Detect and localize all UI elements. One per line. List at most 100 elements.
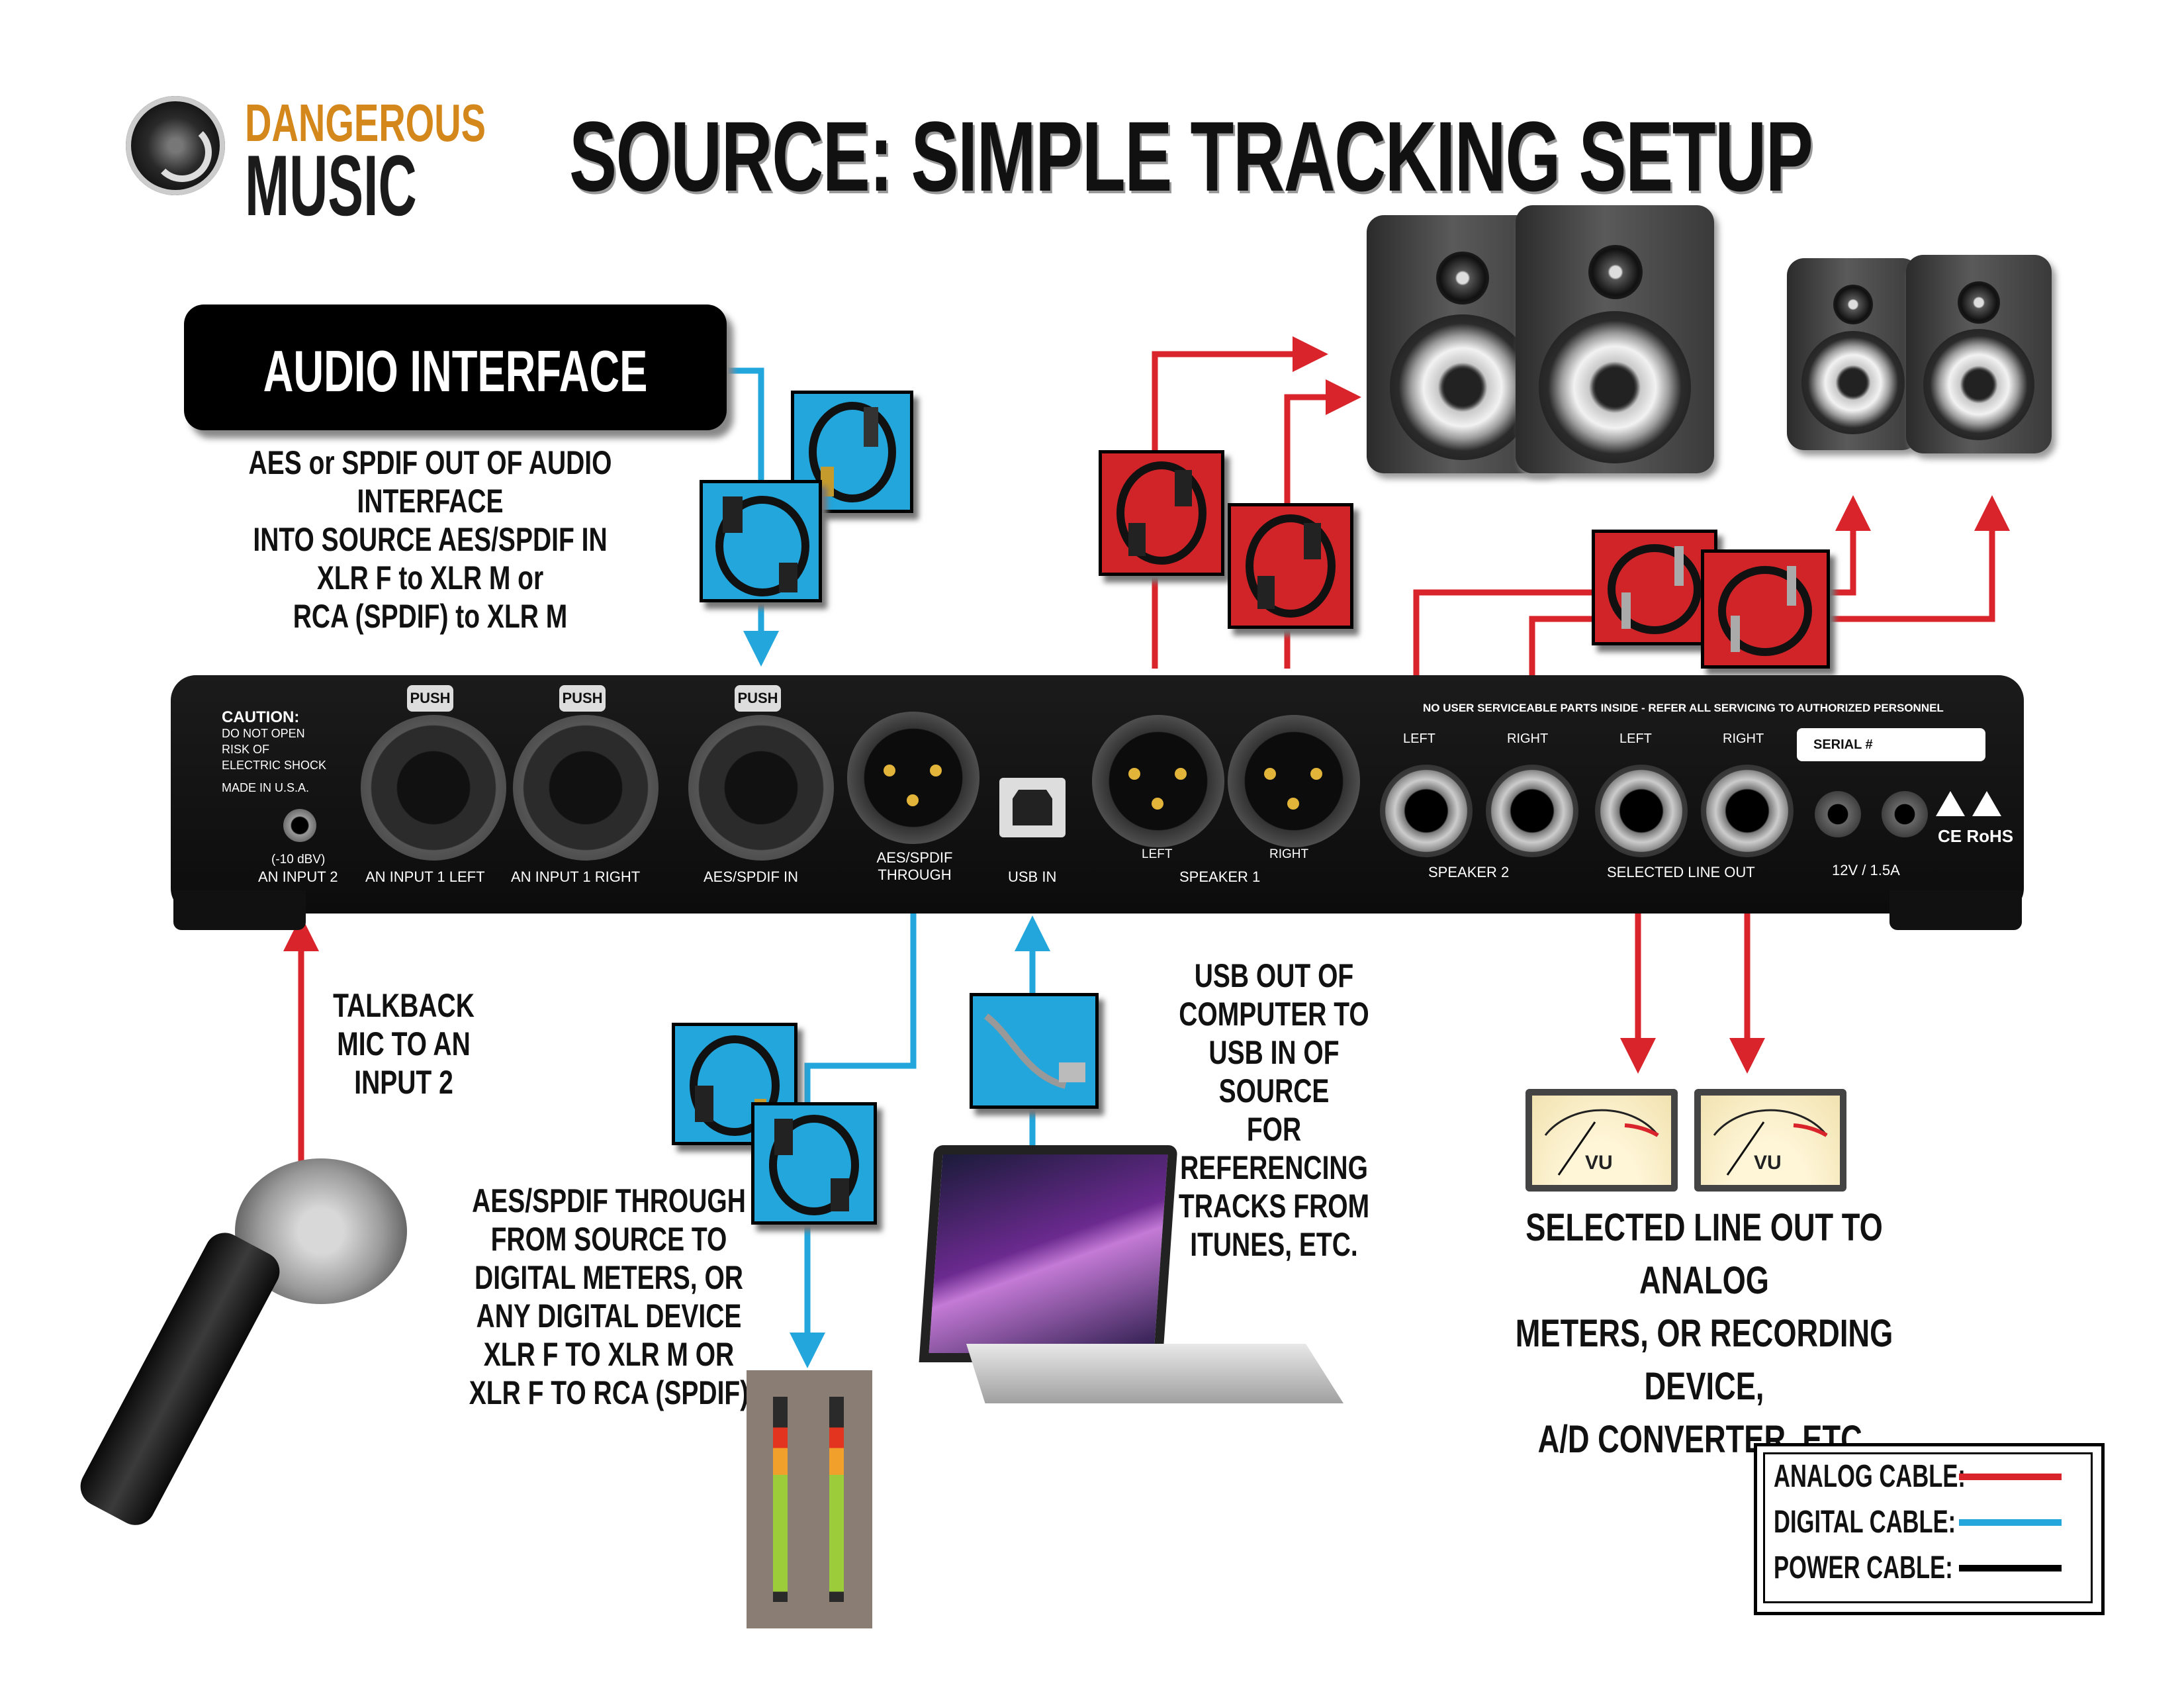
device-foot-right (1889, 890, 2022, 930)
speaker-2-right-label: RIGHT (1507, 731, 1549, 746)
vu-scale (1544, 1109, 1659, 1176)
aes-spdif-in-combo (688, 715, 834, 861)
usb-b-port (999, 778, 1066, 837)
an-input-1-left-combo (361, 715, 506, 861)
speaker-1-left-xlr (1092, 715, 1224, 847)
tweeter-icon (1588, 245, 1643, 299)
speaker-2-left-label: LEFT (1403, 731, 1435, 746)
coiled-cable-icon (809, 402, 896, 502)
tweeter-icon (1833, 285, 1873, 324)
logo-text-top: DANGEROUS (245, 93, 486, 152)
talkback-note: TALKBACK MIC TO AN INPUT 2 (333, 987, 475, 1101)
speaker-pair-2-right (1906, 255, 2052, 453)
coiled-cable-icon (690, 1035, 780, 1136)
power-jack-1 (1815, 791, 1861, 837)
vu-scale (1713, 1109, 1828, 1176)
vu-label: VU (1754, 1152, 1782, 1174)
tweeter-icon (1958, 281, 2000, 324)
line-out-left-jack (1595, 765, 1688, 857)
speaker-pair-1-right (1516, 205, 1714, 473)
legend-inner-border (1763, 1452, 2093, 1603)
woofer-icon (1923, 329, 2034, 440)
digital-meters (747, 1370, 872, 1628)
coiled-cable-icon (1246, 514, 1336, 618)
an-input-1-right-label: AN INPUT 1 RIGHT (511, 868, 641, 885)
serial-plate (1797, 728, 1985, 761)
vu-label: VU (1585, 1152, 1613, 1174)
audio-interface-note: AES or SPDIF OUT OF AUDIO INTERFACE INTO… (248, 444, 612, 635)
logo-swirl-icon (152, 122, 212, 182)
service-warning: NO USER SERVICEABLE PARTS INSIDE - REFER… (1423, 702, 1944, 714)
caution-label: CAUTION: DO NOT OPEN RISK OF ELECTRIC SH… (222, 708, 327, 773)
aes-spdif-through-label: AES/SPDIF THROUGH (876, 849, 953, 883)
speaker-1-right-label: RIGHT (1269, 847, 1309, 861)
aes-spdif-in-label: AES/SPDIF IN (704, 868, 799, 885)
tweeter-icon (1436, 252, 1489, 305)
coiled-cable-icon (715, 496, 809, 596)
speaker-2-right-jack (1486, 765, 1578, 857)
meter-left (773, 1397, 788, 1602)
legend-digital-label: DIGITAL CABLE: (1774, 1505, 1956, 1540)
coiled-cable-icon (1608, 544, 1702, 634)
an-input-2-label: AN INPUT 2 (258, 868, 338, 885)
speaker-1-right-xlr (1228, 715, 1360, 847)
an-input-2-level: (-10 dBV) (271, 853, 326, 867)
made-in-label: MADE IN U.S.A. (222, 781, 310, 794)
legend-power-line (1959, 1565, 2062, 1571)
cable-tile-xlr-xlr-2 (751, 1102, 877, 1225)
line-out-right-jack (1701, 765, 1794, 857)
cable-tile-rca-xlr (791, 391, 913, 513)
push-tab: PUSH (735, 685, 781, 712)
audio-interface-box (184, 305, 727, 430)
line-right-label: RIGHT (1723, 731, 1764, 746)
woofer-icon (1801, 331, 1905, 434)
an-input-2-jack (283, 809, 316, 842)
laptop-base (966, 1344, 1343, 1403)
logo-text-bottom: MUSIC (245, 137, 417, 234)
power-label: 12V / 1.5A (1832, 862, 1900, 878)
legend-digital-line (1959, 1519, 2062, 1526)
laptop-icon (919, 1145, 1178, 1362)
selected-line-out-label: SELECTED LINE OUT (1607, 864, 1755, 880)
audio-interface-label: AUDIO INTERFACE (263, 338, 648, 404)
cable-tile-speaker1-b (1228, 503, 1353, 629)
an-input-1-left-label: AN INPUT 1 LEFT (365, 868, 485, 885)
power-jack-2 (1882, 791, 1928, 837)
legend-box (1754, 1443, 2105, 1615)
cable-tile-speaker2-a (1592, 530, 1717, 645)
woofer-icon (1390, 314, 1535, 460)
page-title: SOURCE: SIMPLE TRACKING SETUP (569, 101, 1813, 212)
device-foot-left (173, 890, 306, 930)
line-left-label: LEFT (1619, 731, 1652, 746)
shock-triangle-icon (1972, 791, 2001, 816)
an-input-1-right-combo (513, 715, 659, 861)
warning-triangle-icon (1936, 791, 1965, 816)
push-tab: PUSH (559, 685, 606, 712)
legend-analog-label: ANALOG CABLE: (1774, 1459, 1966, 1494)
legend-analog-line (1959, 1474, 2062, 1480)
usb-cable-icon (983, 1013, 1085, 1089)
certification-marks: CE RoHS (1938, 826, 2014, 846)
push-tab: PUSH (407, 685, 453, 712)
cable-tile-speaker2-b (1701, 549, 1830, 669)
usb-note: USB OUT OF COMPUTER TO USB IN OF SOURCE … (1178, 957, 1370, 1263)
cable-tile-xlr-xlr (700, 480, 822, 602)
coiled-cable-icon (1718, 566, 1812, 656)
woofer-icon (1539, 311, 1691, 463)
coiled-cable-icon (769, 1115, 859, 1215)
line-out-note: SELECTED LINE OUT TO ANALOG METERS, OR R… (1515, 1206, 1893, 1461)
vu-meter-right: VU (1694, 1089, 1846, 1192)
legend-power-label: POWER CABLE: (1774, 1550, 1953, 1585)
cable-tile-speaker1-a (1099, 450, 1224, 576)
speaker-2-label: SPEAKER 2 (1428, 864, 1510, 880)
speaker-1-label: SPEAKER 1 (1179, 868, 1261, 885)
serial-label: SERIAL # (1813, 737, 1873, 752)
speaker-2-left-jack (1380, 765, 1473, 857)
meter-right (829, 1397, 844, 1602)
usb-in-label: USB IN (1008, 868, 1057, 885)
speaker-pair-2-left (1787, 258, 1919, 450)
aes-spdif-through-xlr (847, 712, 979, 844)
coiled-cable-icon (1116, 461, 1206, 565)
vu-meter-left: VU (1525, 1089, 1678, 1192)
cable-tile-usb (970, 993, 1099, 1109)
